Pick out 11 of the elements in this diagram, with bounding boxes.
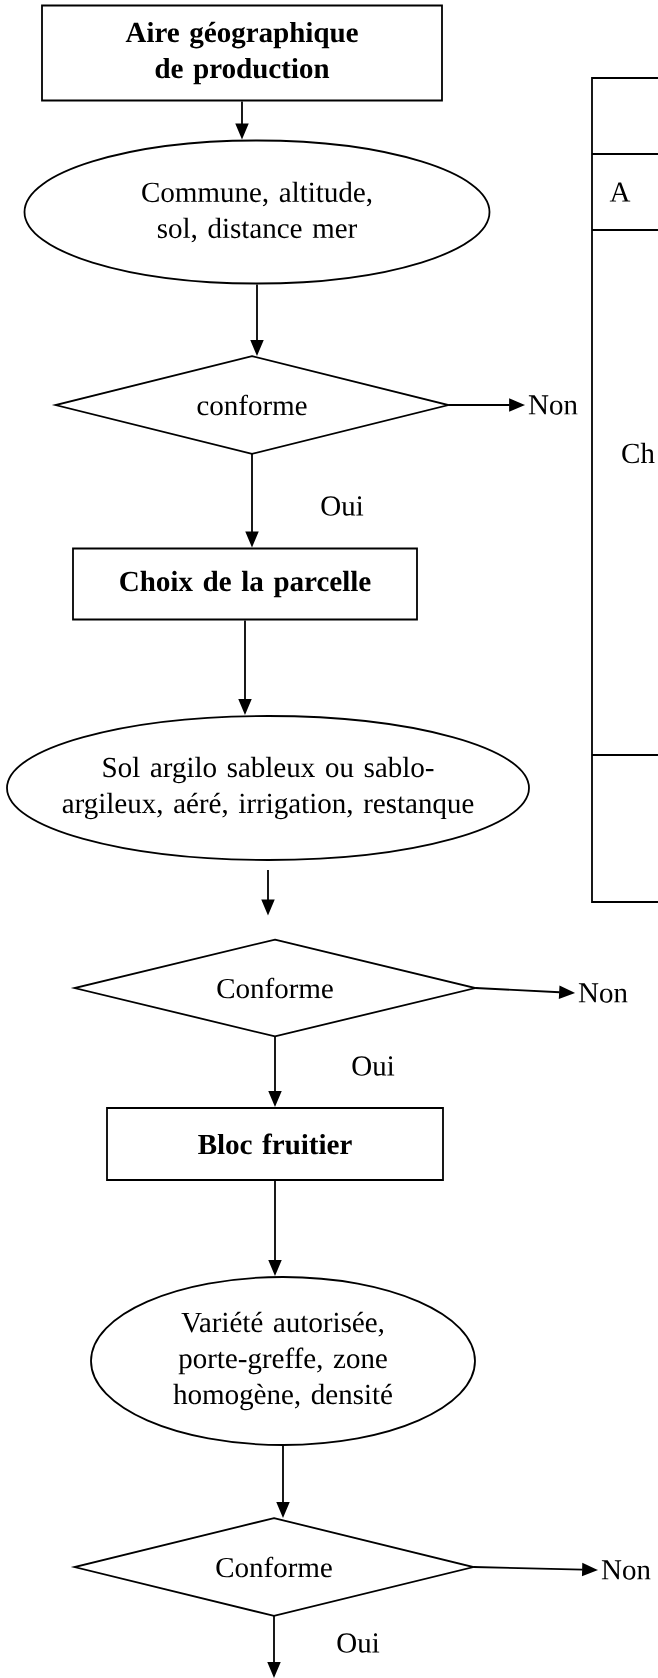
edge-label: Oui (335, 1632, 381, 1654)
table-cell-text: A (609, 182, 631, 202)
process-box: Choix de la parcelle (72, 547, 418, 621)
edge-label: Oui (319, 495, 365, 517)
outcome-text: Non (601, 1560, 651, 1580)
process-box: Aire géographique de production (41, 4, 443, 102)
outcome-text: Non (528, 395, 578, 415)
table-cell-text: Ch (622, 442, 655, 464)
edge-label: Oui (350, 1055, 396, 1077)
process-box: Bloc fruitier (106, 1107, 444, 1181)
outcome-text: Non (578, 983, 628, 1003)
